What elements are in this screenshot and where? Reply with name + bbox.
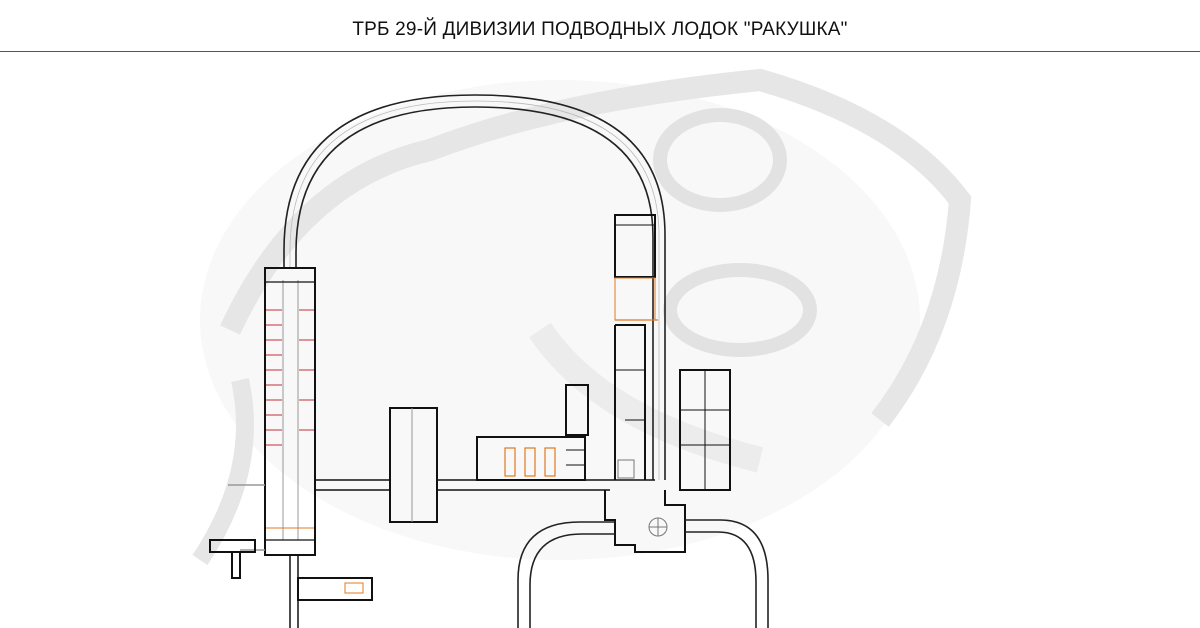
watermark-sketch <box>192 68 972 565</box>
page-title: ТРБ 29-Й ДИВИЗИИ ПОДВОДНЫХ ЛОДОК "РАКУШК… <box>352 19 848 40</box>
left-building <box>264 267 316 556</box>
main-corridor <box>228 479 655 551</box>
right-upper-building <box>614 214 658 480</box>
junction-building <box>604 490 686 553</box>
right-separate-building <box>679 369 731 491</box>
title-divider <box>0 51 1200 52</box>
bottom-loop-corridor <box>517 519 769 628</box>
arch-corridor <box>283 94 666 480</box>
central-block <box>389 384 589 523</box>
left-annexes <box>209 539 373 628</box>
